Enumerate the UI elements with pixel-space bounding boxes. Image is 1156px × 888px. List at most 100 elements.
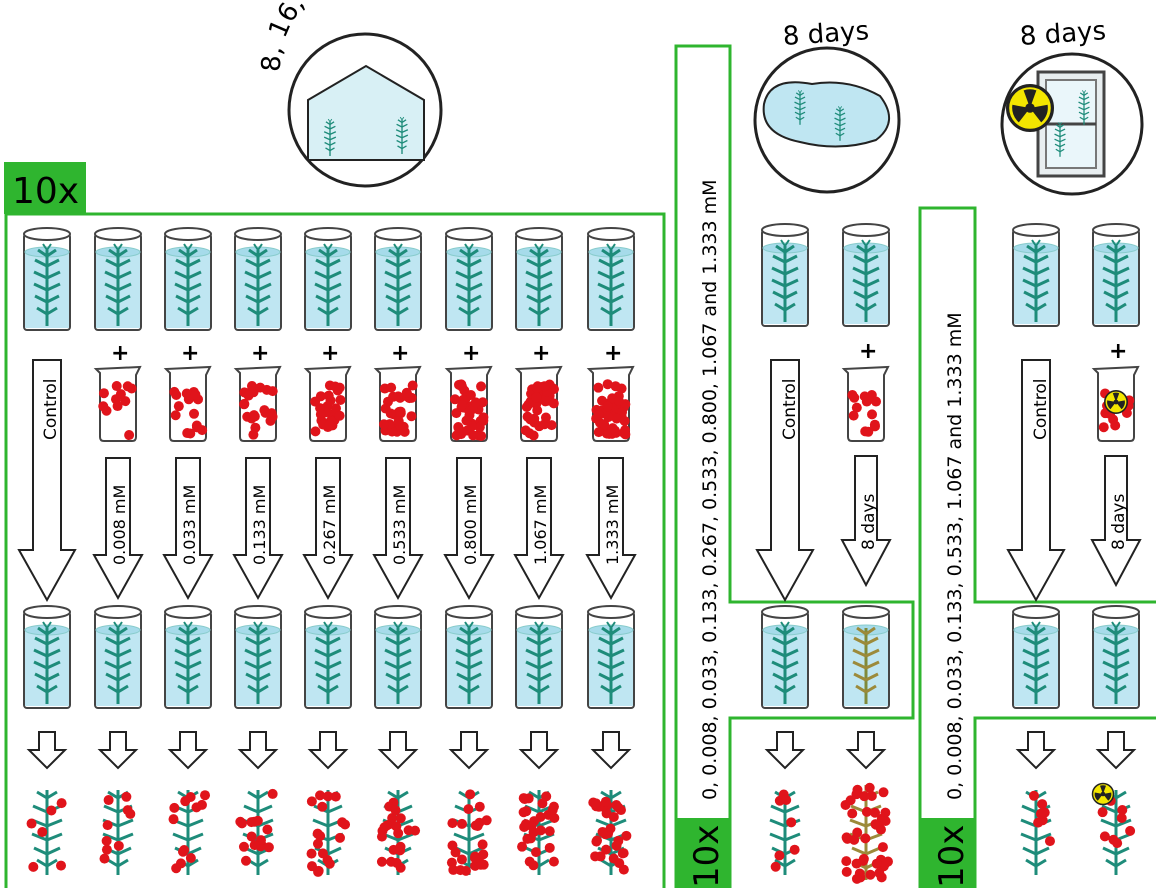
beaker-icon	[375, 366, 421, 442]
arrow-icon: 0.133 mM	[232, 457, 284, 601]
experiment1-plus-signs: + + + + + + + +	[111, 341, 622, 366]
arrow-icon	[99, 731, 137, 769]
arrow-icon	[520, 731, 558, 769]
test-tube-icon	[94, 227, 142, 331]
plus-sign: +	[462, 341, 480, 366]
experiment1-arrows: Control 0.008 mM 0.033 mM 0.133 mM 0.267 mM 0…	[18, 359, 637, 601]
arrow-icon	[239, 731, 277, 769]
plus-sign: +	[181, 341, 199, 366]
arrow-icon	[379, 731, 417, 769]
test-tube-icon	[164, 227, 212, 331]
experiment3-duration: 8 days	[1019, 16, 1107, 52]
arrow-icon	[309, 731, 347, 769]
arrow-icon: Control	[18, 359, 76, 601]
test-tube-icon	[445, 605, 493, 709]
beaker-icon	[516, 366, 562, 442]
test-tube-icon	[445, 227, 493, 331]
test-tube-icon	[234, 605, 282, 709]
experiment3-concentrations: 0, 0.008, 0.033, 0.133, 0.533, 1.067 and…	[944, 312, 966, 800]
beaker-icon	[235, 366, 281, 442]
radiation-hazard-icon	[1005, 83, 1055, 132]
experiment3-control-label: Control	[1031, 379, 1051, 440]
arrow-icon: 0.267 mM	[302, 457, 354, 601]
test-tube-icon	[515, 605, 563, 709]
pond-icon	[753, 46, 901, 194]
arrow-icon	[592, 731, 630, 769]
test-tube-icon	[23, 605, 71, 709]
experiment1-frame: 10x	[4, 162, 666, 888]
greenhouse-icon	[287, 32, 443, 188]
plant-icon	[588, 788, 632, 877]
arrow-icon: 0.033 mM	[162, 457, 214, 601]
experiment1-control-label: Control	[41, 379, 61, 440]
radiation-hazard-icon	[1104, 389, 1128, 415]
experiment2-control-label: Control	[780, 379, 800, 440]
test-tube-icon	[374, 605, 422, 709]
concentration-label: 0.033 mM	[180, 485, 199, 565]
plant-icon	[26, 788, 67, 877]
test-tube-icon	[304, 227, 352, 331]
plant-icon	[99, 788, 136, 877]
plant-icon	[376, 788, 421, 877]
test-tube-icon	[94, 605, 142, 709]
plus-sign: +	[391, 341, 409, 366]
plus-sign: +	[111, 341, 129, 366]
concentration-label: 0.533 mM	[390, 485, 409, 565]
plus-sign: +	[604, 341, 622, 366]
experiment3-treatment-label: 8 days	[1109, 494, 1129, 550]
test-tube-icon	[304, 605, 352, 709]
beaker-icon	[165, 366, 211, 442]
beaker-icon	[588, 366, 634, 442]
experiment1-small-arrows	[28, 731, 630, 769]
experiment3-plus: +	[1109, 339, 1127, 364]
plant-icon	[235, 788, 278, 877]
experiment2-frame: 10x 0, 0.008, 0.033, 0.133, 0.267, 0.533…	[674, 44, 915, 888]
experiment1-final-tubes	[23, 605, 635, 709]
beaker-icon	[446, 366, 492, 442]
concentration-label: 0.267 mM	[320, 485, 339, 565]
experiment3-frame: 10x 0, 0.008, 0.033, 0.133, 0.533, 1.067…	[918, 206, 1156, 888]
experiment1-beakers	[95, 366, 634, 442]
beaker-icon	[95, 366, 141, 442]
experiment2-repeat-badge: 10x	[687, 825, 727, 888]
plant-icon	[168, 788, 211, 877]
experiment1-fruiting-plants	[26, 788, 632, 877]
test-tube-icon	[587, 227, 635, 331]
plus-sign: +	[251, 341, 269, 366]
arrow-icon: 1.067 mM	[513, 457, 565, 601]
plant-icon	[517, 788, 560, 877]
experiment3-repeat-badge: 10x	[932, 825, 972, 888]
arrow-icon: 0.008 mM	[92, 457, 144, 601]
radiation-hazard-icon	[1091, 782, 1115, 806]
test-tube-icon	[23, 227, 71, 331]
experiment2-content: + Control 8 days	[756, 223, 893, 884]
test-tube-icon	[374, 227, 422, 331]
arrow-icon: 1.333 mM	[585, 457, 637, 601]
plant-icon	[446, 788, 492, 877]
arrow-icon	[169, 731, 207, 769]
test-tube-icon	[587, 605, 635, 709]
experiment2-treatment-label: 8 days	[859, 494, 879, 550]
arrow-icon	[450, 731, 488, 769]
concentration-label: 1.067 mM	[531, 485, 550, 565]
irradiated-window-icon	[1000, 52, 1144, 196]
experiment2-concentrations: 0, 0.008, 0.033, 0.133, 0.267, 0.533, 0.…	[699, 179, 721, 800]
concentration-label: 0.008 mM	[110, 485, 129, 565]
test-tube-icon	[234, 227, 282, 331]
experiment3-content: + Control 8 days	[1007, 223, 1142, 877]
plus-sign: +	[532, 341, 550, 366]
experiment2-plus: +	[859, 339, 877, 364]
arrow-icon: 0.800 mM	[443, 457, 495, 601]
concentration-label: 1.333 mM	[603, 485, 622, 565]
plus-sign: +	[321, 341, 339, 366]
experiment1-initial-tubes	[23, 227, 635, 331]
plant-icon	[306, 788, 351, 877]
concentration-label: 0.800 mM	[461, 485, 480, 565]
beaker-icon	[305, 366, 351, 442]
arrow-icon: 0.533 mM	[372, 457, 424, 601]
experiment1-repeat-badge: 10x	[12, 171, 79, 212]
test-tube-icon	[164, 605, 212, 709]
test-tube-icon	[515, 227, 563, 331]
arrow-icon	[28, 731, 66, 769]
